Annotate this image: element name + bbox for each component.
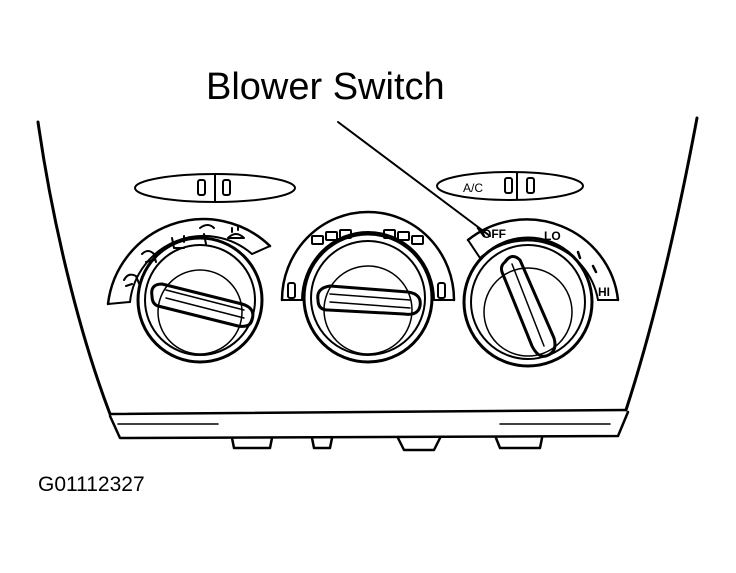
mode-knob[interactable] [136, 236, 264, 364]
left-indicator-window [134, 173, 296, 203]
temp-dial-bezel [280, 210, 456, 302]
foot-defrost-icon [199, 224, 215, 245]
defrost-icon [227, 225, 245, 239]
cold-indicator [287, 282, 296, 299]
blower-switch-callout: Blower Switch [206, 66, 445, 108]
hot-indicator [437, 282, 446, 299]
speed-3-dot-icon [591, 264, 598, 274]
ac-indicator-window [436, 171, 584, 201]
blower-knob[interactable] [462, 236, 594, 368]
speed-marks [476, 226, 598, 274]
panel-outline [36, 116, 699, 440]
callout-leader-line [337, 121, 491, 237]
vent-face-icon [123, 273, 141, 287]
panel-mounting-tabs [230, 436, 544, 452]
temperature-knob[interactable] [302, 232, 434, 364]
ac-label: A/C [463, 181, 483, 195]
blower-off-label: OFF [482, 227, 506, 241]
speed-2-dot-icon [576, 250, 582, 260]
blower-hi-label: HI [598, 285, 610, 299]
blower-lo-label: LO [544, 229, 561, 243]
figure-id: G01112327 [38, 473, 145, 496]
